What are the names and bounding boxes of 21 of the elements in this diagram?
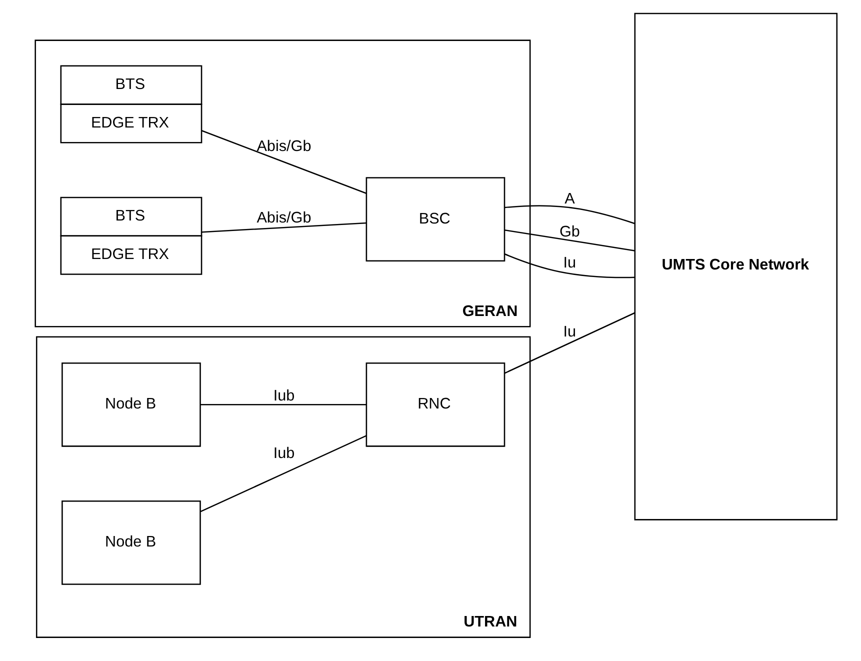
connector xyxy=(504,312,634,374)
connector xyxy=(200,435,366,512)
edge-label: Iub xyxy=(272,444,294,462)
connector xyxy=(504,205,634,224)
node-box: Node B xyxy=(61,500,200,585)
node-box: Node B xyxy=(61,362,200,447)
edge-label: Iub xyxy=(272,387,294,404)
edge-label: Abis/Gb xyxy=(256,210,311,227)
connector xyxy=(201,222,366,233)
edge-label: Iu xyxy=(562,254,576,272)
connector xyxy=(200,130,366,194)
node-box: UMTS Core Network xyxy=(634,12,838,520)
connector xyxy=(200,404,366,406)
connector xyxy=(504,253,634,278)
connector xyxy=(504,229,634,252)
node-box: BSC xyxy=(365,177,505,262)
edge-label: Gb xyxy=(558,224,580,241)
edge-label: Iu xyxy=(562,323,576,340)
node-box: RNC xyxy=(365,362,505,447)
edge-label: Abis/Gb xyxy=(256,138,311,156)
edge-label: A xyxy=(564,190,574,208)
